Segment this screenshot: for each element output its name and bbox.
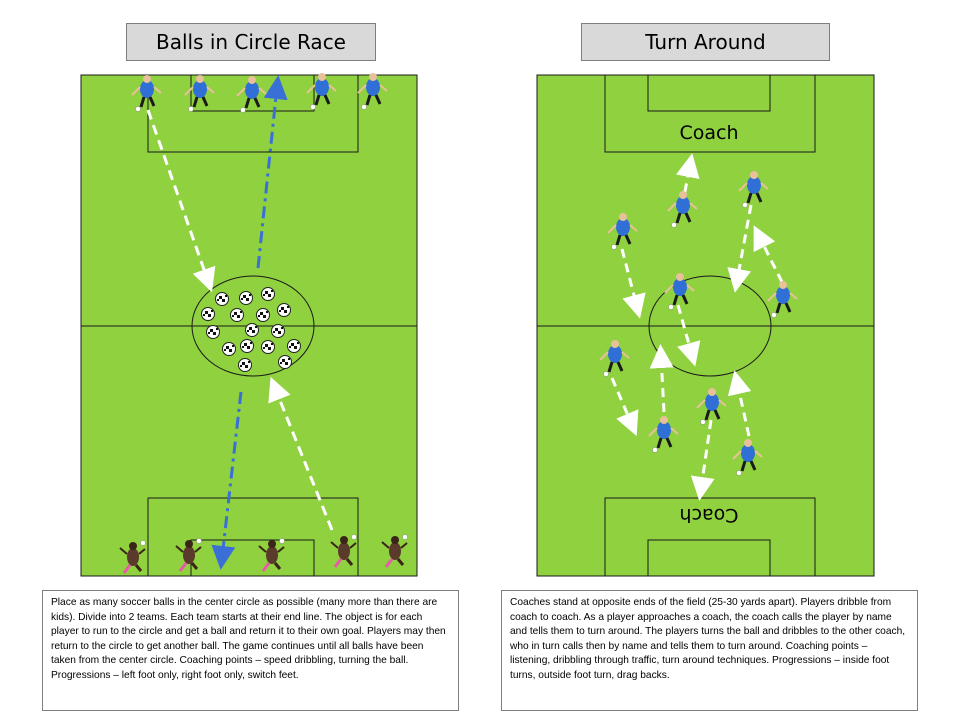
- dribble-arrow: [146, 109, 216, 293]
- coach-top-label: Coach: [679, 122, 739, 144]
- right-title: Turn Around: [581, 23, 830, 61]
- left-description: Place as many soccer balls in the center…: [42, 590, 459, 711]
- dribble-arrow: [268, 376, 334, 531]
- left-field: [80, 71, 418, 577]
- coach-bottom-label: Coach: [679, 504, 739, 526]
- left-title: Balls in Circle Race: [126, 23, 376, 61]
- right-description: Coaches stand at opposite ends of the fi…: [501, 590, 918, 711]
- run-arrow: [256, 75, 288, 269]
- right-field: [536, 74, 875, 577]
- run-arrow: [211, 391, 243, 570]
